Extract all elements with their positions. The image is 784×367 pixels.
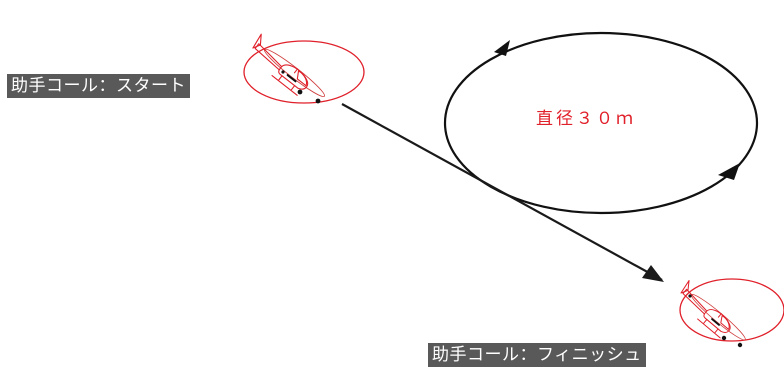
finish-helicopter-dark-accents — [688, 294, 743, 348]
circle-diameter-label: 直径３０ｍ — [536, 109, 636, 129]
start-call-label: 助手コール：スタート — [7, 74, 190, 98]
circle-direction-arrow-top — [494, 40, 510, 56]
flight-path-arrowhead — [642, 265, 664, 282]
start-halo — [243, 40, 365, 104]
finish-halo — [679, 278, 784, 342]
start-helicopter-group — [243, 33, 365, 104]
start-helicopter-dark-accents — [281, 70, 321, 104]
flight-path-line — [341, 103, 663, 281]
finish-helicopter-group — [679, 278, 784, 348]
finish-call-label: 助手コール：フィニッシュ — [428, 343, 646, 367]
circle-direction-arrow-bottom — [718, 163, 740, 180]
helicopter-icon — [252, 33, 326, 98]
flight-circle — [443, 31, 759, 215]
helicopter-icon — [680, 280, 746, 341]
